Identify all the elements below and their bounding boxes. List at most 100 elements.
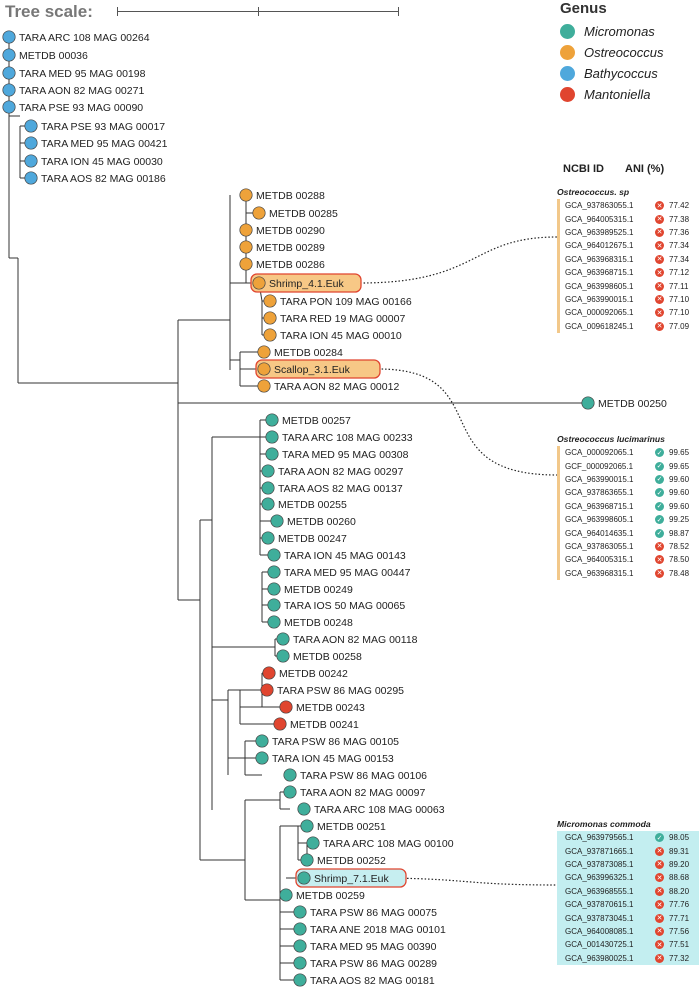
legend-item: Micromonas <box>560 21 663 42</box>
leaf-node <box>2 83 16 97</box>
ani-value: 77.34 <box>669 241 690 251</box>
leaf-label: TARA AON 82 MAG 00297 <box>278 466 403 478</box>
check-icon: ✓ <box>655 474 664 484</box>
ani-value: 99.60 <box>669 474 690 484</box>
ani-row: GCA_963968715.1✓99.60 <box>565 500 699 513</box>
leaf-label: TARA ION 45 MAG 00153 <box>272 753 394 765</box>
cross-icon: ✕ <box>655 940 664 950</box>
leaf-node <box>276 632 290 646</box>
leaf-node <box>293 939 307 953</box>
ani-row: GCA_963979565.1✓98.05 <box>565 831 699 844</box>
leaf-label: METDB 00252 <box>317 855 386 867</box>
ani-row: GCA_937873045.1✕77.71 <box>565 911 699 924</box>
ani-value: 77.11 <box>669 281 689 291</box>
cross-icon: ✕ <box>655 541 664 551</box>
cross-icon: ✕ <box>655 308 664 318</box>
ani-value: 78.50 <box>669 555 690 565</box>
ncbi-accession: GCA_937873085.1 <box>565 859 634 869</box>
ani-row: GCA_963968315.1✕77.34 <box>565 253 699 266</box>
ncbi-accession: GCA_963968555.1 <box>565 886 634 896</box>
ani-value: 88.20 <box>669 886 690 896</box>
ani-row: GCA_964014635.1✓98.87 <box>565 526 699 539</box>
legend-label: Bathycoccus <box>584 66 658 81</box>
leaf-label: METDB 00248 <box>284 617 353 629</box>
ani-value: 77.56 <box>669 926 690 936</box>
ani-value: 77.71 <box>669 913 690 923</box>
leaf-label: METDB 00247 <box>278 533 347 545</box>
ncbi-accession: GCA_964005315.1 <box>565 555 634 565</box>
leaf-label: TARA PSE 93 MAG 00017 <box>41 121 165 133</box>
ncbi-accession: GCA_963968315.1 <box>565 568 634 578</box>
leaf-label: TARA ANE 2018 MAG 00101 <box>310 924 446 936</box>
ncbi-accession: GCA_000092065.1 <box>565 308 634 318</box>
ani-row: GCA_937871665.1✕89.31 <box>565 844 699 857</box>
cross-icon: ✕ <box>655 953 664 963</box>
leaf-label: METDB 00250 <box>598 398 667 410</box>
ncbi-accession: GCA_964005315.1 <box>565 214 634 224</box>
leaf-node <box>261 531 275 545</box>
leaf-label: METDB 00289 <box>256 242 325 254</box>
leaf-highlights <box>250 273 407 888</box>
ani-value: 89.20 <box>669 859 690 869</box>
leaf-node <box>263 294 277 308</box>
leaf-label: METDB 00285 <box>269 208 338 220</box>
leaf-node <box>255 734 269 748</box>
check-icon: ✓ <box>655 488 664 498</box>
leaf-node <box>270 514 284 528</box>
leaf-label: TARA PSW 86 MAG 00106 <box>300 770 427 782</box>
ani-value: 77.09 <box>669 321 690 331</box>
legend-item: Bathycoccus <box>560 63 663 84</box>
ani-row: GCA_963998605.1✓99.25 <box>565 513 699 526</box>
cross-icon: ✕ <box>655 227 664 237</box>
cross-icon: ✕ <box>655 241 664 251</box>
ani-value: 77.42 <box>669 201 690 211</box>
ncbi-accession: GCA_963968715.1 <box>565 268 634 278</box>
ncbi-accession: GCA_963980025.1 <box>565 953 634 963</box>
cross-icon: ✕ <box>655 913 664 923</box>
legend-dot <box>560 24 575 39</box>
cross-icon: ✕ <box>655 568 664 578</box>
leaf-label: TARA ION 45 MAG 00143 <box>284 550 406 562</box>
ani-row: GCA_964005315.1✕77.38 <box>565 212 699 225</box>
ani-panel-title: Ostreococcus. sp <box>557 187 630 197</box>
ani-value: 78.52 <box>669 541 690 551</box>
genus-legend: Genus Micromonas Ostreococcus Bathycoccu… <box>560 0 663 105</box>
ani-panel-title: Ostreococcus lucimarinus <box>557 434 665 444</box>
ncbi-accession: GCA_009618245.1 <box>565 321 634 331</box>
cross-icon: ✕ <box>655 254 664 264</box>
ani-row: GCA_963998605.1✕77.11 <box>565 279 699 292</box>
ani-row: GCA_937873085.1 ✕ 89.20 <box>565 858 699 871</box>
legend-dot <box>560 45 575 60</box>
ani-row: GCA_937863055.1✕77.42 <box>565 199 699 212</box>
cross-icon: ✕ <box>655 555 664 565</box>
leaf-label: TARA MED 95 MAG 00390 <box>310 941 437 953</box>
dotted-connector <box>377 368 558 476</box>
leaf-node <box>581 396 595 410</box>
ncbi-accession: GCA_937871665.1 <box>565 846 634 856</box>
leaf-node <box>263 328 277 342</box>
ncbi-id-header: NCBI ID <box>563 163 604 175</box>
leaf-label: Shrimp_7.1.Euk <box>314 873 389 885</box>
leaf-node <box>293 973 307 987</box>
leaf-label: TARA AON 82 MAG 00012 <box>274 381 399 393</box>
leaf-label: TARA AOS 82 MAG 00181 <box>310 975 435 987</box>
ani-row: GCA_963968315.1✕78.48 <box>565 567 699 580</box>
ani-value: 77.10 <box>669 294 690 304</box>
leaf-label: METDB 00259 <box>296 890 365 902</box>
ani-value: 99.60 <box>669 501 690 511</box>
ani-row: GCA_964005315.1 ✕ 78.50 <box>565 553 699 566</box>
leaf-node <box>252 276 266 290</box>
leaf-node <box>24 119 38 133</box>
leaf-label: TARA MED 95 MAG 00198 <box>19 68 146 80</box>
cross-icon: ✕ <box>655 926 664 936</box>
leaf-label: TARA ARC 108 MAG 00100 <box>323 838 454 850</box>
leaf-node <box>24 136 38 150</box>
cross-icon: ✕ <box>655 859 664 869</box>
ani-value: 77.10 <box>669 308 690 318</box>
check-icon: ✓ <box>655 461 664 471</box>
leaf-label: TARA MED 95 MAG 00447 <box>284 567 411 579</box>
ani-value: 98.05 <box>669 833 690 843</box>
